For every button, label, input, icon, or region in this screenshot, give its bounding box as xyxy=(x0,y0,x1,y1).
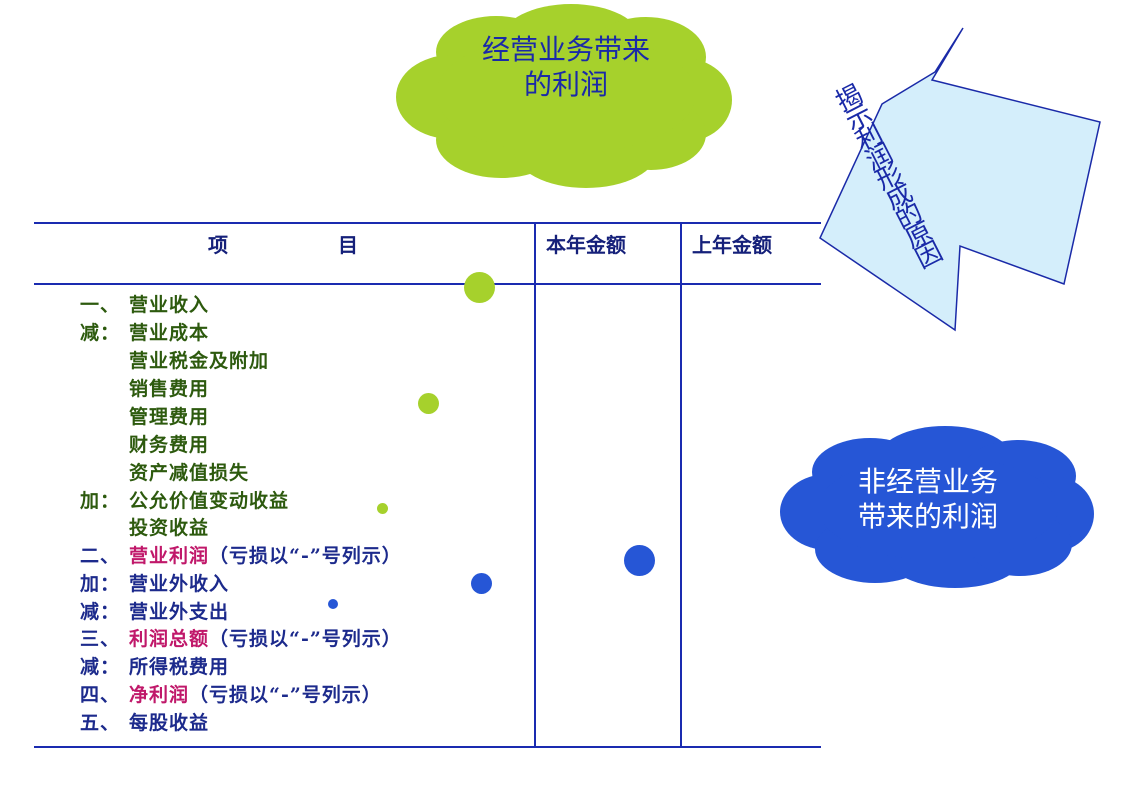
header-item-left: 项 xyxy=(208,233,228,257)
table-bottom-border xyxy=(34,746,821,748)
row-suffix: （亏损以“-”号列示） xyxy=(209,545,402,567)
non-operating-profit-line2: 带来的利润 xyxy=(857,500,998,533)
green-dot-small xyxy=(377,503,388,514)
table-row: 管理费用 xyxy=(80,402,209,429)
row-label: 净利润 xyxy=(129,684,190,706)
non-operating-profit-cloud-label: 非经营业务 带来的利润 xyxy=(800,464,1056,534)
table-row: 四、净利润（亏损以“-”号列示） xyxy=(80,680,382,707)
table-row: 一、营业收入 xyxy=(80,290,209,317)
header-previous-year: 上年金额 xyxy=(692,233,772,257)
table-row: 加： 公允价值变动收益 xyxy=(80,486,289,513)
header-current-year: 本年金额 xyxy=(546,233,626,257)
table-row: 五、每股收益 xyxy=(80,708,209,735)
row-suffix: （亏损以“-”号列示） xyxy=(189,684,382,706)
row-label: 营业利润 xyxy=(129,545,210,567)
row-prefix: 五、 xyxy=(80,712,121,734)
row-label: 公允价值变动收益 xyxy=(129,490,290,512)
table-top-border xyxy=(34,222,821,224)
table-row: 二、营业利润（亏损以“-”号列示） xyxy=(80,541,402,568)
row-label: 营业成本 xyxy=(129,322,210,344)
operating-profit-line2: 的利润 xyxy=(523,68,608,101)
row-prefix: 减： xyxy=(80,656,121,678)
table-row: 财务费用 xyxy=(80,430,209,457)
table-row: 三、利润总额（亏损以“-”号列示） xyxy=(80,624,402,651)
operating-profit-line1: 经营业务带来 xyxy=(481,33,650,66)
table-row: 资产减值损失 xyxy=(80,458,249,485)
header-item-right: 目 xyxy=(338,233,358,257)
row-label: 营业外支出 xyxy=(129,601,230,623)
row-label: 销售费用 xyxy=(129,378,210,400)
table-header-divider xyxy=(34,283,821,285)
table-row: 销售费用 xyxy=(80,374,209,401)
row-label: 资产减值损失 xyxy=(129,462,250,484)
column-divider-1 xyxy=(534,222,536,748)
row-prefix: 加： xyxy=(80,573,121,595)
non-operating-profit-line1: 非经营业务 xyxy=(857,465,998,498)
blue-dot-small xyxy=(328,599,338,609)
row-suffix: （亏损以“-”号列示） xyxy=(209,628,402,650)
row-label: 营业税金及附加 xyxy=(129,350,270,372)
non-operating-profit-cloud xyxy=(780,426,1094,588)
reveal-profit-cause-arrow xyxy=(819,27,1101,332)
row-prefix: 一、 xyxy=(80,294,121,316)
row-label: 利润总额 xyxy=(129,628,210,650)
row-label: 投资收益 xyxy=(129,517,210,539)
table-row: 减： 营业成本 xyxy=(80,318,209,345)
green-dot-large xyxy=(464,272,495,303)
column-divider-2 xyxy=(680,222,682,748)
table-row: 营业税金及附加 xyxy=(80,346,269,373)
green-dot-medium xyxy=(418,393,439,414)
blue-dot-medium xyxy=(471,573,492,594)
row-label: 财务费用 xyxy=(129,434,210,456)
row-prefix: 加： xyxy=(80,490,121,512)
row-label: 每股收益 xyxy=(129,712,210,734)
table-row: 加： 营业外收入 xyxy=(80,569,229,596)
table-row: 投资收益 xyxy=(80,513,209,540)
row-prefix: 三、 xyxy=(80,628,121,650)
row-prefix: 减： xyxy=(80,601,121,623)
row-label: 营业外收入 xyxy=(129,573,230,595)
row-label: 管理费用 xyxy=(129,406,210,428)
row-prefix: 二、 xyxy=(80,545,121,567)
row-prefix: 四、 xyxy=(80,684,121,706)
blue-dot-large xyxy=(624,545,655,576)
operating-profit-cloud-label: 经营业务带来 的利润 xyxy=(436,32,696,102)
row-prefix: 减： xyxy=(80,322,121,344)
table-row: 减： 所得税费用 xyxy=(80,652,229,679)
row-label: 营业收入 xyxy=(129,294,210,316)
table-row: 减： 营业外支出 xyxy=(80,597,229,624)
operating-profit-cloud xyxy=(396,4,732,188)
row-label: 所得税费用 xyxy=(129,656,230,678)
